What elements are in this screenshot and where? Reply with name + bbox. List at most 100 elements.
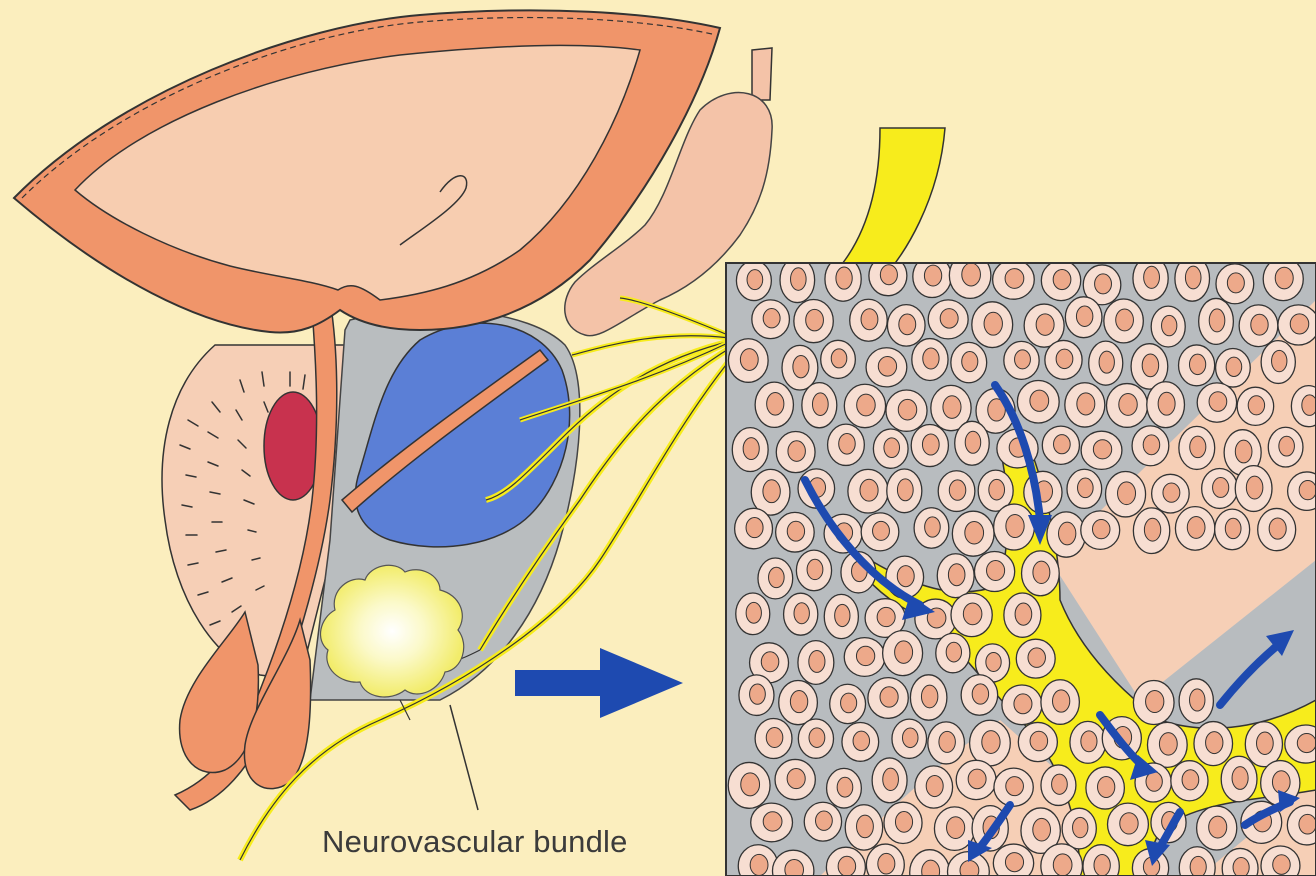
- cell-nucleus: [807, 559, 823, 579]
- cell-nucleus: [841, 693, 857, 713]
- cell-nucleus: [750, 684, 766, 704]
- cell-nucleus: [1015, 603, 1032, 625]
- cell-nucleus: [1120, 813, 1138, 834]
- cell-nucleus: [921, 685, 937, 708]
- cell-nucleus: [1235, 440, 1252, 463]
- cell-nucleus: [1158, 392, 1175, 415]
- cell-nucleus: [949, 480, 966, 500]
- cell-nucleus: [1142, 354, 1159, 377]
- cell-nucleus: [940, 309, 958, 329]
- cell-nucleus: [873, 521, 890, 540]
- cell-nucleus: [767, 392, 784, 415]
- cell-nucleus: [965, 521, 984, 543]
- cell-nucleus: [1144, 518, 1160, 541]
- cell-nucleus: [968, 769, 986, 789]
- cell-nucleus: [1206, 732, 1223, 754]
- cell-nucleus: [1190, 436, 1206, 458]
- magnify-arrow: [515, 648, 683, 718]
- cell-nucleus: [1033, 561, 1050, 583]
- cell-nucleus: [897, 479, 913, 501]
- cell-nucleus: [769, 567, 785, 587]
- cell-nucleus: [880, 687, 898, 707]
- cell-nucleus: [1116, 309, 1134, 331]
- cell-nucleus: [860, 479, 878, 501]
- cell-nucleus: [741, 773, 760, 796]
- cell-nucleus: [740, 349, 758, 371]
- cell-nucleus: [1279, 436, 1295, 456]
- cell-nucleus: [835, 604, 850, 626]
- cell-nucleus: [1209, 309, 1225, 332]
- cell-nucleus: [902, 728, 918, 748]
- cell-nucleus: [1005, 269, 1024, 289]
- cell-nucleus: [1232, 767, 1248, 790]
- cell-nucleus: [1251, 314, 1268, 335]
- cell-nucleus: [984, 312, 1002, 335]
- cell-nucleus: [1028, 648, 1045, 667]
- cell-nucleus: [1059, 522, 1076, 545]
- cell-nucleus: [746, 517, 763, 537]
- cell-nucleus: [1144, 266, 1160, 288]
- cell-nucleus: [787, 769, 805, 789]
- cell-nucleus: [831, 349, 847, 368]
- cell-nucleus: [1187, 517, 1205, 539]
- cell-nucleus: [1163, 483, 1180, 502]
- cell-nucleus: [1257, 732, 1274, 754]
- cell-nucleus: [1233, 857, 1249, 876]
- cell-nucleus: [1275, 267, 1293, 289]
- cell-nucleus: [816, 811, 833, 830]
- cell-nucleus: [987, 561, 1005, 581]
- cell-nucleus: [1209, 392, 1227, 412]
- cell-nucleus: [924, 265, 941, 286]
- cell-nucleus: [1052, 690, 1069, 712]
- cell-nucleus: [1227, 273, 1244, 293]
- cell-nucleus: [857, 815, 874, 838]
- cell-nucleus: [1073, 817, 1088, 837]
- cell-nucleus: [806, 309, 824, 331]
- cell-nucleus: [1248, 396, 1264, 415]
- cell-nucleus: [790, 691, 807, 713]
- cell-nucleus: [836, 267, 852, 289]
- cell-nucleus: [856, 646, 874, 665]
- cell-nucleus: [1213, 477, 1229, 497]
- cell-nucleus: [1077, 393, 1095, 415]
- cell-nucleus: [922, 434, 939, 455]
- cell-nucleus: [895, 641, 913, 663]
- cell-nucleus: [1182, 770, 1199, 790]
- cell-nucleus: [787, 521, 804, 541]
- cell-nucleus: [1209, 816, 1227, 838]
- cell-nucleus: [794, 603, 809, 624]
- cell-nucleus: [946, 642, 961, 662]
- cell-nucleus: [948, 564, 965, 586]
- cell-nucleus: [1273, 855, 1291, 875]
- cell-nucleus: [897, 566, 914, 587]
- cell-nucleus: [1159, 733, 1177, 755]
- cell-nucleus: [1299, 481, 1316, 500]
- cell-nucleus: [1269, 518, 1286, 539]
- cell-nucleus: [1146, 691, 1164, 713]
- cell-nucleus: [1054, 435, 1071, 454]
- cell-nucleus: [1015, 350, 1031, 369]
- cell-nucleus: [898, 399, 916, 420]
- cell-nucleus: [943, 396, 961, 419]
- cell-nucleus: [1119, 393, 1137, 415]
- cell-nucleus: [1056, 349, 1073, 368]
- cell-nucleus: [857, 394, 876, 416]
- cell-nucleus: [861, 309, 878, 330]
- cell-nucleus: [1033, 818, 1051, 841]
- cell-nucleus: [763, 812, 782, 831]
- cell-nucleus: [747, 270, 763, 290]
- cell-nucleus: [750, 854, 768, 875]
- cell-nucleus: [1006, 515, 1024, 538]
- cell-nucleus: [1036, 314, 1054, 336]
- cell-nucleus: [1290, 314, 1309, 334]
- cell-nucleus: [1226, 357, 1242, 376]
- cell-nucleus: [837, 777, 853, 797]
- cell-nucleus: [880, 265, 897, 285]
- cell-nucleus: [960, 860, 979, 876]
- cell-nucleus: [1005, 853, 1023, 872]
- cell-nucleus: [1030, 390, 1049, 411]
- cell-nucleus: [1162, 315, 1177, 335]
- cell-nucleus: [1095, 274, 1112, 294]
- cell-nucleus: [1118, 482, 1136, 505]
